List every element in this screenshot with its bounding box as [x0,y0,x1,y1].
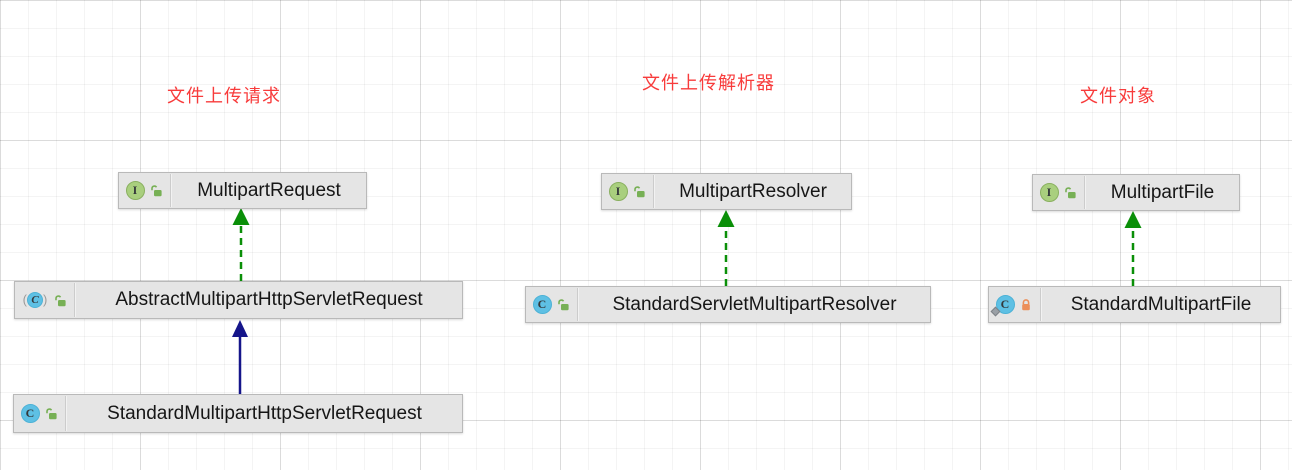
class-name: StandardMultipartHttpServletRequest [107,402,422,424]
interface-icon: I [1038,183,1060,203]
abstract-paren: ( [22,292,27,307]
node-multipart-file[interactable]: I MultipartFile [1032,174,1240,211]
class-name: StandardServletMultipartResolver [612,293,897,315]
icon-group: ( C ) [20,290,67,310]
class-icon: C [531,295,553,315]
extends-arrowhead-icon [232,320,248,337]
nested-class-icon: C [990,295,1016,316]
node-standard-servlet-multipart-resolver[interactable]: C StandardServletMultipartResolver [525,286,931,323]
interface-letter: I [1039,183,1059,202]
interface-icon: I [607,182,629,202]
class-name: AbstractMultipartHttpServletRequest [115,289,423,310]
package-private-locked-icon [1020,298,1033,311]
implements-edge [717,210,735,286]
icon-group: I [607,182,646,202]
divider [1040,288,1042,321]
icon-group: C [990,295,1033,316]
node-standard-multipart-http-servlet-request[interactable]: C StandardMultipartHttpServletRequest [13,394,463,433]
icon-group: C [531,295,570,315]
annotation-label-upload-resolver[interactable]: 文件上传解析器 [642,73,775,93]
class-letter: C [20,404,40,423]
public-unlocked-icon [54,294,67,307]
public-unlocked-icon [1064,186,1077,199]
node-abstract-multipart-http-servlet-request[interactable]: ( C ) AbstractMultipartHttpServletReques… [14,281,463,319]
abstract-class-icon: ( C ) [20,290,50,310]
public-unlocked-icon [557,298,570,311]
divider [170,174,172,207]
node-multipart-request[interactable]: I MultipartRequest [118,172,367,209]
class-name: MultipartRequest [197,179,341,201]
class-icon: C [19,404,41,424]
class-letter: C [995,295,1015,314]
implements-arrowhead-icon [717,210,735,227]
divider [1084,176,1086,209]
divider [74,283,76,317]
annotation-label-upload-request[interactable]: 文件上传请求 [167,86,281,106]
divider [653,175,655,208]
icon-group: I [124,181,163,201]
annotation-label-file-object[interactable]: 文件对象 [1080,86,1156,106]
class-name: StandardMultipartFile [1070,293,1252,315]
interface-icon: I [124,181,146,201]
class-name: MultipartResolver [679,180,827,202]
implements-arrowhead-icon [1124,211,1142,228]
node-standard-multipart-file[interactable]: C StandardMultipartFile [988,286,1281,323]
interface-letter: I [125,181,145,200]
public-unlocked-icon [45,407,58,420]
implements-arrowhead-icon [232,208,250,225]
implements-edge [232,208,250,281]
divider [65,396,67,431]
abstract-paren: ) [43,292,48,307]
divider [577,288,579,321]
extends-edge [232,320,248,394]
class-name: MultipartFile [1110,181,1215,203]
node-multipart-resolver[interactable]: I MultipartResolver [601,173,852,210]
icon-group: I [1038,183,1077,203]
public-unlocked-icon [633,185,646,198]
public-unlocked-icon [150,184,163,197]
class-letter: C [27,292,43,308]
icon-group: C [19,404,58,424]
class-letter: C [532,295,552,314]
implements-edge [1124,211,1142,286]
interface-letter: I [608,182,628,201]
